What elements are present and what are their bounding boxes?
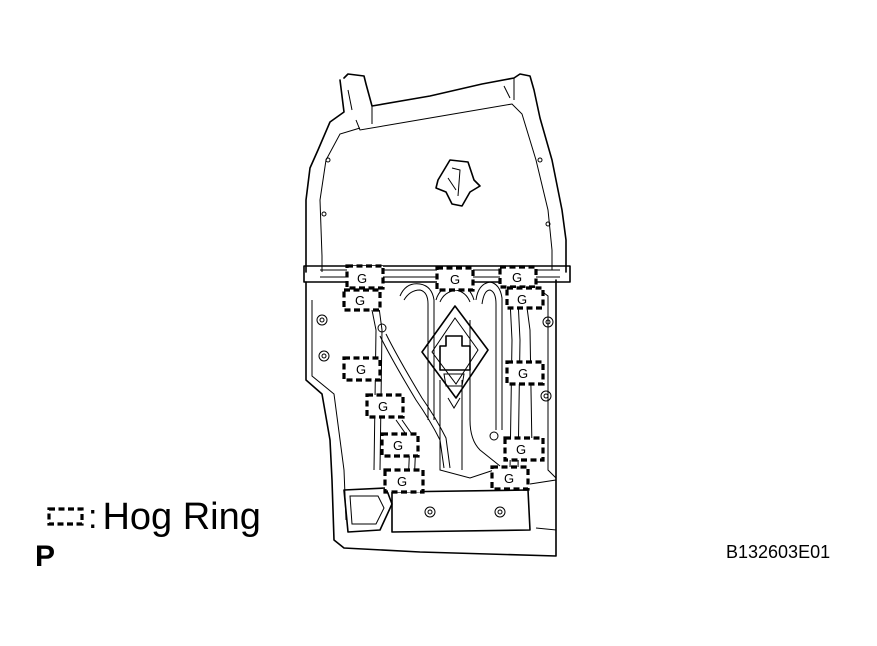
svg-text:G: G	[504, 471, 514, 486]
hog-ring-marker: G	[435, 266, 475, 292]
legend-colon: :	[88, 498, 98, 536]
hog-ring-marker: G	[380, 432, 420, 458]
svg-text:G: G	[393, 438, 403, 453]
hog-ring-marker: G	[505, 286, 545, 310]
hog-rings: G G G G G G G G G G G G	[342, 264, 545, 494]
hog-ring-marker: G	[365, 393, 405, 419]
hog-ring-marker: G	[490, 465, 530, 491]
hog-ring-marker: G	[503, 436, 545, 462]
hog-ring-marker: G	[342, 288, 382, 312]
svg-text:G: G	[518, 366, 528, 381]
svg-text:G: G	[516, 442, 526, 457]
hog-ring-marker: G	[383, 468, 425, 494]
hog-ring-marker-icon	[47, 507, 84, 526]
hog-ring-marker: G	[342, 356, 382, 382]
svg-text:G: G	[517, 292, 527, 307]
svg-text:G: G	[355, 293, 365, 308]
figure-code: B132603E01	[726, 542, 831, 562]
hog-ring-marker: G	[345, 264, 385, 290]
svg-text:G: G	[397, 474, 407, 489]
svg-text:G: G	[512, 270, 522, 285]
hog-ring-marker: G	[498, 265, 538, 289]
seat-back-upper-panel	[305, 73, 567, 273]
svg-text:G: G	[378, 399, 388, 414]
legend-label: Hog Ring	[102, 496, 261, 538]
legend: : Hog Ring	[46, 498, 261, 536]
svg-text:G: G	[357, 271, 367, 286]
center-diamond-plate	[421, 305, 489, 409]
reference-letter: P	[35, 540, 56, 573]
svg-text:G: G	[450, 272, 460, 287]
hog-ring-marker: G	[505, 360, 545, 386]
svg-text:G: G	[356, 362, 366, 377]
